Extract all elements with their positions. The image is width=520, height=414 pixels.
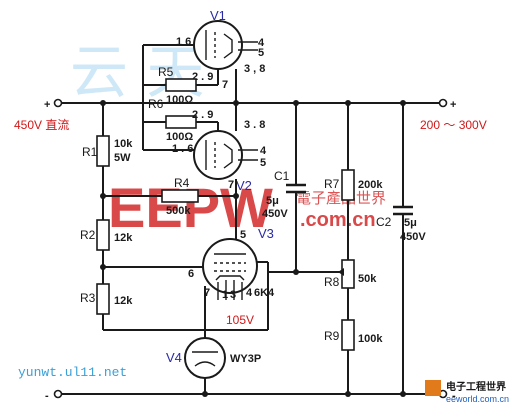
junction-dot bbox=[293, 100, 299, 106]
output-voltage-label: 200 ～ 300V bbox=[420, 118, 487, 132]
v3-pin-6: 6 bbox=[188, 268, 194, 280]
r5-value: 100Ω bbox=[166, 94, 193, 106]
c2-label: C2 bbox=[376, 215, 392, 229]
c2-voltage: 450V bbox=[400, 231, 426, 243]
junction-dot bbox=[293, 269, 299, 275]
watermark-site: yunwt.ul11.net bbox=[18, 365, 127, 380]
v3-pin-1: 1 bbox=[222, 289, 228, 301]
v2-label: V2 bbox=[236, 178, 252, 193]
input-voltage-label: 450V 直流 bbox=[14, 118, 69, 132]
v1-pin-4: 4 bbox=[258, 37, 265, 49]
r8-value: 50k bbox=[358, 273, 377, 285]
tube-v2-cathode bbox=[223, 143, 233, 169]
junction-dot bbox=[345, 391, 351, 397]
logo-cn: 电子工程世界 bbox=[446, 380, 506, 393]
junction-dot bbox=[202, 391, 208, 397]
resistor-r5 bbox=[165, 78, 197, 92]
r9-label: R9 bbox=[324, 329, 340, 343]
tube-v4-cathode bbox=[194, 361, 216, 367]
input-plus-sign: + bbox=[44, 99, 50, 111]
resistor-r2 bbox=[96, 219, 110, 251]
output-minus-sign: - bbox=[452, 390, 456, 402]
r8-wiper bbox=[338, 268, 344, 276]
c2-value: 5μ bbox=[404, 217, 417, 229]
watermark-top-text: 云 天 bbox=[70, 38, 204, 106]
v2-pin-4: 4 bbox=[260, 145, 267, 157]
tube-v1-cathode bbox=[223, 33, 233, 59]
v1-pin-16: 1 6 bbox=[176, 36, 191, 48]
watermark-cn: 電子產品世界 bbox=[296, 189, 386, 207]
v3-pin-7: 7 bbox=[204, 287, 210, 299]
r6-label: R6 bbox=[148, 97, 164, 111]
r9-value: 100k bbox=[358, 333, 383, 345]
tube-v3-cathode bbox=[215, 275, 245, 281]
v3-pin-3: 3 bbox=[230, 289, 236, 301]
resistor-r4 bbox=[161, 189, 199, 203]
resistor-r9 bbox=[341, 319, 355, 351]
v1-pin-5: 5 bbox=[258, 47, 264, 59]
v2-pin-29: 2 . 9 bbox=[192, 109, 213, 121]
v3-pin-4: 4 bbox=[246, 287, 253, 299]
r6-value: 100Ω bbox=[166, 131, 193, 143]
v4-label: V4 bbox=[166, 350, 182, 365]
v1-label: V1 bbox=[210, 8, 226, 23]
r5-label: R5 bbox=[158, 65, 174, 79]
r4-value: 500k bbox=[166, 205, 191, 217]
logo-en: eeworld.com.cn bbox=[446, 394, 509, 404]
output-plus-sign: + bbox=[450, 99, 456, 111]
r1-value: 10k bbox=[114, 138, 133, 150]
tube-v4 bbox=[184, 337, 226, 379]
tube-v3 bbox=[202, 238, 258, 294]
v2-pin-16: 1 . 6 bbox=[172, 143, 193, 155]
tube-v1 bbox=[193, 20, 243, 70]
r3-label: R3 bbox=[80, 291, 96, 305]
v1-pin-29: 2 . 9 bbox=[192, 71, 213, 83]
r4-label: R4 bbox=[174, 176, 190, 190]
watermark-eepw: EEPW bbox=[108, 176, 273, 239]
input-plus-terminal bbox=[53, 98, 63, 108]
r1-label: R1 bbox=[82, 145, 98, 159]
v1-pin-38: 3 , 8 bbox=[244, 63, 265, 75]
junction-dot bbox=[345, 100, 351, 106]
v2-pin-7: 7 bbox=[228, 179, 234, 191]
junction-dot bbox=[100, 100, 106, 106]
v4-type: WY3P bbox=[230, 353, 261, 365]
v3-pin-5: 5 bbox=[240, 229, 246, 241]
c1-value: 5μ bbox=[266, 195, 279, 207]
r1-power: 5W bbox=[114, 152, 131, 164]
input-minus-terminal bbox=[53, 389, 63, 399]
v2-pin-5: 5 bbox=[260, 157, 266, 169]
tube-v2 bbox=[193, 130, 243, 180]
v2-pin-38: 3 . 8 bbox=[244, 119, 265, 131]
resistor-r1 bbox=[96, 135, 110, 167]
resistor-r7 bbox=[341, 169, 355, 201]
r7-label: R7 bbox=[324, 177, 340, 191]
logo-mark bbox=[425, 380, 441, 396]
resistor-r3 bbox=[96, 283, 110, 315]
v3-type: 6K4 bbox=[254, 287, 275, 299]
watermark-eepw-domain: .com.cn bbox=[300, 209, 376, 231]
r2-label: R2 bbox=[80, 228, 96, 242]
junction-dot bbox=[233, 100, 239, 106]
v3-label: V3 bbox=[258, 226, 274, 241]
r7-value: 200k bbox=[358, 179, 383, 191]
r3-value: 12k bbox=[114, 295, 133, 307]
c1-voltage: 450V bbox=[262, 208, 288, 220]
input-minus-sign: - bbox=[45, 390, 49, 402]
v1-pin-7: 7 bbox=[222, 79, 228, 91]
output-plus-terminal bbox=[438, 98, 448, 108]
c1-label: C1 bbox=[274, 169, 290, 183]
v3-cathode-voltage: 105V bbox=[226, 313, 254, 327]
r8-label: R8 bbox=[324, 275, 340, 289]
junction-dot bbox=[400, 100, 406, 106]
r2-value: 12k bbox=[114, 232, 133, 244]
junction-dot bbox=[400, 391, 406, 397]
